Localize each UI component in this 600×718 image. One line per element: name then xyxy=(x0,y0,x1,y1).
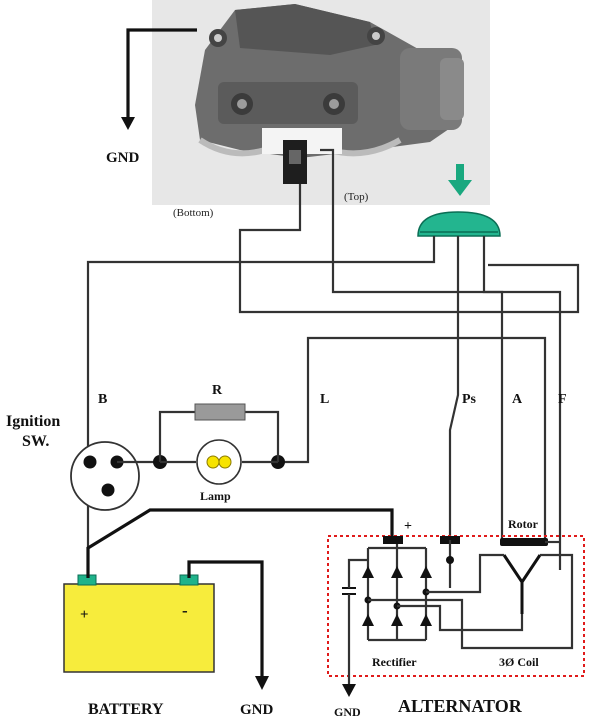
brush-pin xyxy=(289,150,301,164)
diode-icon xyxy=(391,566,403,578)
gnd-arrow-icon xyxy=(342,684,356,697)
regulator-gnd-wire xyxy=(126,28,197,122)
battery-label: BATTERY xyxy=(88,701,164,718)
ps-label: Ps xyxy=(462,392,477,407)
lamp-bulb-icon xyxy=(206,455,220,469)
resistor-right-wire xyxy=(245,410,280,462)
diode-icon xyxy=(362,614,374,626)
screw-center xyxy=(237,99,247,109)
mount-hole-center xyxy=(214,34,222,42)
coil-phase-wire xyxy=(397,604,524,632)
battery xyxy=(63,583,215,673)
down-arrow-icon xyxy=(448,180,472,196)
diode-icon xyxy=(362,566,374,578)
gnd-regulator-label: GND xyxy=(106,150,140,166)
rectifier-label: Rectifier xyxy=(372,655,417,669)
regulator-plug-end xyxy=(440,58,464,120)
mount-hole-center xyxy=(372,32,380,40)
sw-label: SW. xyxy=(22,433,49,450)
ignition-label: Ignition xyxy=(6,413,60,430)
coil-phase-wire xyxy=(426,553,504,594)
gnd-arrow-icon xyxy=(121,117,135,130)
rectifier-plus-label: + xyxy=(404,519,412,534)
gnd-arrow-icon xyxy=(255,676,269,690)
b-label: B xyxy=(98,392,107,407)
rotor-label: Rotor xyxy=(508,517,539,531)
b-wire xyxy=(86,236,436,578)
rectifier xyxy=(342,536,460,697)
regulator-top-wire xyxy=(320,148,562,570)
gnd-battery-label: GND xyxy=(240,702,274,718)
arrow-shaft xyxy=(456,164,464,182)
switch-terminal xyxy=(83,455,97,469)
regulator-top xyxy=(235,4,375,55)
three-phase-coil xyxy=(368,553,574,650)
diode-icon xyxy=(420,614,432,626)
regulator-plate xyxy=(218,82,358,124)
r-label: R xyxy=(212,383,223,398)
l-wire xyxy=(278,336,547,540)
lamp-bulb-icon xyxy=(218,455,232,469)
lamp-label: Lamp xyxy=(200,489,231,503)
l-label: L xyxy=(320,392,329,407)
bottom-label: (Bottom) xyxy=(173,207,214,219)
alternator-box xyxy=(327,535,585,677)
resistor-left-wire xyxy=(158,410,195,462)
resistor xyxy=(194,403,246,421)
regulator-photo xyxy=(152,0,490,205)
capacitor-wire xyxy=(347,558,368,588)
a-wire xyxy=(482,236,504,540)
node-dot xyxy=(446,556,454,564)
ignition-switch xyxy=(70,441,140,511)
battery-minus-label: - xyxy=(182,601,188,620)
top-label: (Top) xyxy=(344,191,369,203)
coil-winding xyxy=(502,554,542,585)
battery-positive-wire xyxy=(86,508,394,578)
a-label: A xyxy=(512,392,523,407)
battery-gnd-wire xyxy=(187,560,264,680)
regulator-connector xyxy=(417,211,501,237)
f-label: F xyxy=(558,392,567,407)
alternator-label: ALTERNATOR xyxy=(398,696,523,716)
battery-plus-label: + xyxy=(80,607,89,623)
screw-center xyxy=(329,99,339,109)
coil-phase-wire xyxy=(368,553,574,650)
regulator-bottom-wire xyxy=(238,184,580,314)
gnd-alternator-label: GND xyxy=(334,705,361,718)
switch-terminal xyxy=(101,483,115,497)
diode-icon xyxy=(391,614,403,626)
diode-icon xyxy=(420,566,432,578)
coil-label: 3Ø Coil xyxy=(499,655,539,669)
rectifier-positive-terminal xyxy=(383,536,403,544)
rotor xyxy=(500,538,548,546)
ps-wire xyxy=(448,236,460,540)
